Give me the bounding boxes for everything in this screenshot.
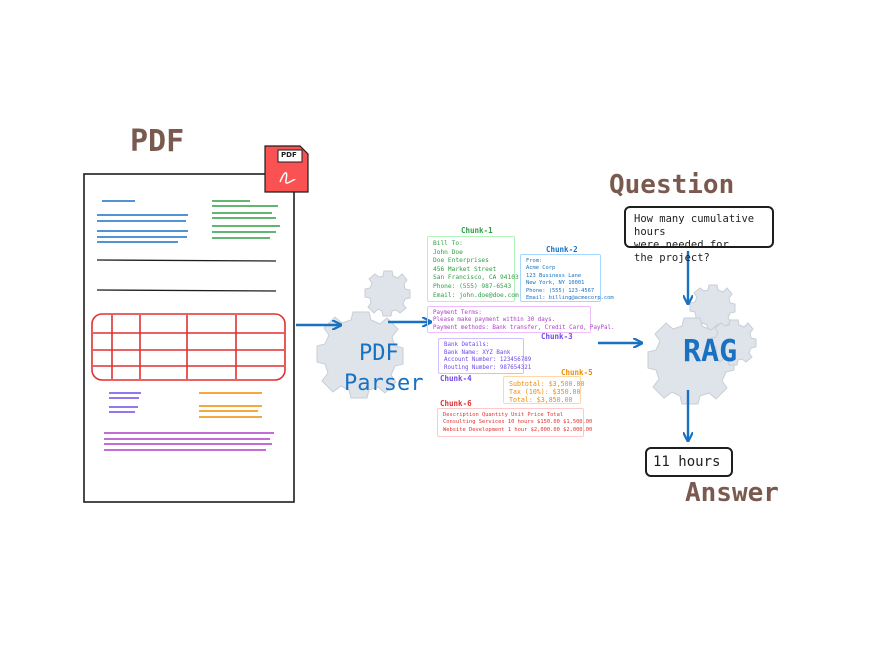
chunk1-line: Phone: (555) 987-6543 <box>433 282 512 290</box>
parser-small-gear-icon <box>364 270 411 317</box>
question-title: Question <box>609 170 735 200</box>
chunk1-line: Email: john.doe@doe.com <box>433 291 519 299</box>
question-text-line3: the project? <box>634 252 710 264</box>
question-box: How many cumulative hours were needed fo… <box>624 206 774 264</box>
chunk2-line: From: <box>526 258 543 264</box>
chunk2-line: Email: billing@acmecorp.com <box>526 295 614 302</box>
pdf-document <box>83 173 295 503</box>
chunk2-line: Acme Corp <box>526 265 556 272</box>
chunk3-line: Payment methods: Bank transfer, Credit C… <box>433 324 615 331</box>
chunk1-line: 456 Market Street <box>433 265 497 273</box>
pdf-divider-lines <box>96 259 277 292</box>
chunk1-line: Bill To: <box>433 240 463 247</box>
chunk4-line: Routing Number: 987654321 <box>444 364 532 371</box>
question-text-line2: were needed for <box>634 239 729 251</box>
pdf-title: PDF <box>130 124 185 159</box>
chunk4-label: Chunk-4 <box>440 374 472 383</box>
parser-label-line1: PDF <box>359 341 399 366</box>
pdf-magenta-text-lines <box>104 432 274 451</box>
pdf-green-text-lines <box>212 200 280 239</box>
pdf-blue-text-lines <box>97 200 188 243</box>
chunk6-label: Chunk-6 <box>440 399 472 408</box>
chunk3-box: Payment Terms:Please make payment within… <box>427 306 615 333</box>
pdf-file-icon <box>264 145 309 193</box>
chunk2-line: 123 Business Lane <box>526 272 582 279</box>
chunk3-line: Payment Terms: <box>433 310 482 316</box>
pdf-orange-text-lines <box>199 392 262 418</box>
chunk3-line: Please make payment within 30 days. <box>433 317 556 324</box>
rag-label: RAG <box>683 334 738 369</box>
chunk4-line: Bank Name: XYZ Bank <box>444 349 511 356</box>
chunk4-line: Account Number: 123456789 <box>444 357 532 364</box>
chunk1-line: John Doe <box>433 248 463 256</box>
chunk1-line: San Francisco, CA 94103 <box>433 274 519 282</box>
chunk3-label: Chunk-3 <box>541 332 573 341</box>
question-text-line1: How many cumulative hours <box>634 213 755 238</box>
chunk5-label: Chunk-5 <box>561 368 593 377</box>
chunk6-line: Website Development 1 hour $2,000.00 $2,… <box>443 426 593 433</box>
chunk1-label: Chunk-1 <box>461 226 493 235</box>
pdf-table <box>91 313 286 381</box>
chunk2-label: Chunk-2 <box>546 245 578 254</box>
chunk5-line: Total: $3,850.00 <box>509 396 573 404</box>
flow-arrows <box>296 251 688 440</box>
chunk6-line: Consulting Services 10 hours $150.00 $1,… <box>443 419 593 426</box>
pdf-icon-label: PDF <box>281 151 297 159</box>
chunk2-line: New York, NY 10001 <box>526 280 585 287</box>
pdf-purple-text-lines <box>109 392 141 413</box>
answer-title: Answer <box>685 478 779 508</box>
chunk4-line: Bank Details: <box>444 342 490 348</box>
chunk6-line: Description Quantity Unit Price Total <box>443 412 564 418</box>
answer-text: 11 hours <box>653 454 721 470</box>
chunk1-line: Doe Enterprises <box>433 257 489 265</box>
answer-box: 11 hours <box>645 447 733 477</box>
chunk5-line: Subtotal: $3,500.00 <box>509 380 585 388</box>
chunk2-line: Phone: (555) 123-4567 <box>526 287 595 294</box>
chunk5-line: Tax (10%): $350.00 <box>509 388 581 396</box>
parser-label-line2: Parser <box>344 371 424 396</box>
